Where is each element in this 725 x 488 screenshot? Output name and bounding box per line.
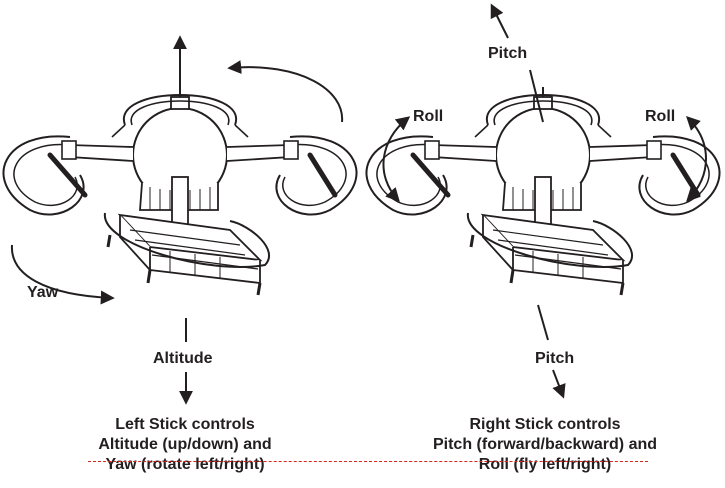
roll-left-label: Roll bbox=[413, 108, 444, 125]
reference-dashed-line bbox=[88, 461, 648, 462]
roll-right-arc bbox=[686, 116, 707, 203]
right-caption-line-2: Pitch (forward/backward) and bbox=[432, 436, 658, 453]
pitch-top-label: Pitch bbox=[488, 45, 528, 62]
altitude-label: Altitude bbox=[153, 350, 213, 367]
yaw-rotation-arrow bbox=[10, 244, 115, 305]
roll-right-label: Roll bbox=[645, 108, 676, 125]
pitch-forward-arrow-lower bbox=[529, 69, 544, 123]
yaw-label: Yaw bbox=[27, 284, 59, 301]
pitch-forward-arrow bbox=[490, 3, 509, 39]
left-caption-line-3: Yaw (rotate left/right) bbox=[105, 456, 265, 473]
left-caption-line-2: Altitude (up/down) and bbox=[98, 436, 272, 453]
right-caption-line-1: Right Stick controls bbox=[469, 416, 621, 433]
pitch-backward-arrow bbox=[552, 369, 566, 399]
right-stick-caption: Right Stick controls Pitch (forward/back… bbox=[395, 415, 695, 475]
right-caption-line-3: Roll (fly left/right) bbox=[478, 456, 612, 473]
left-drone-illustration bbox=[4, 87, 357, 295]
left-stick-caption: Left Stick controls Altitude (up/down) a… bbox=[40, 415, 330, 475]
pitch-backward-arrow-upper bbox=[537, 304, 549, 341]
left-caption-line-1: Left Stick controls bbox=[115, 416, 255, 433]
roll-left-arc bbox=[382, 116, 411, 203]
yaw-rotation-arc-top bbox=[227, 60, 344, 123]
pitch-bottom-label: Pitch bbox=[535, 350, 575, 367]
